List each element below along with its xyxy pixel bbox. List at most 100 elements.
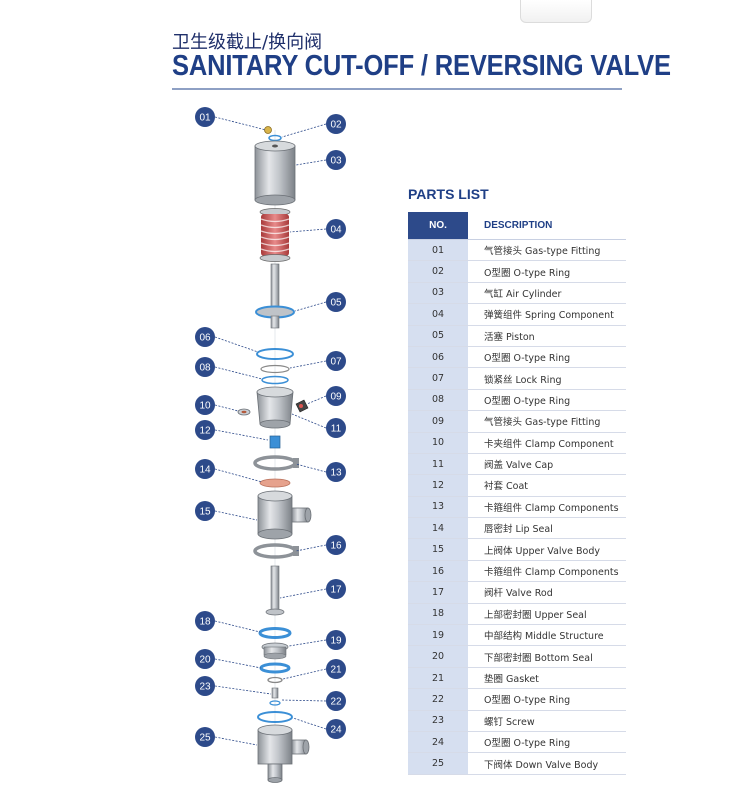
part-middle-structure-19	[261, 642, 289, 660]
part-description: 卡箍组件 Clamp Components	[468, 496, 626, 519]
part-number: 11	[408, 453, 468, 476]
leader-line	[214, 510, 258, 521]
callout-badge	[326, 659, 346, 679]
part-number: 10	[408, 432, 468, 454]
part-number: 20	[408, 645, 468, 668]
part-number: 24	[408, 731, 468, 754]
callout-number: 08	[199, 363, 211, 374]
leader-line	[281, 123, 327, 138]
callout-number: 01	[199, 113, 211, 124]
page-title: SANITARY CUT-OFF / REVERSING VALVE	[172, 50, 671, 82]
part-number: 06	[408, 346, 468, 369]
callout-number: 03	[330, 156, 342, 167]
part-description: O型圈 O-type Ring	[468, 731, 626, 754]
column-header-no: NO.	[408, 212, 468, 240]
leader-line	[288, 639, 327, 647]
part-description: 阀盖 Valve Cap	[468, 453, 626, 476]
part-number: 15	[408, 538, 468, 561]
leader-line	[214, 736, 258, 746]
callout-number: 21	[330, 665, 342, 676]
part-description: 活塞 Piston	[468, 325, 626, 347]
callout-badge	[195, 459, 215, 479]
part-number: 08	[408, 389, 468, 412]
callout-badge	[326, 462, 346, 482]
callout-number: 12	[199, 426, 211, 437]
leader-line	[214, 468, 263, 483]
part-lock-ring-07	[260, 364, 290, 374]
part-upper-seal-18	[258, 627, 292, 639]
leader-line	[295, 159, 327, 166]
part-number: 25	[408, 752, 468, 775]
callout-number: 25	[199, 733, 211, 744]
callout-number: 22	[330, 697, 342, 708]
part-description: O型圈 O-type Ring	[468, 346, 626, 369]
part-lip-seal-14	[259, 478, 291, 488]
header-decoration	[520, 0, 592, 23]
callout-badge	[326, 292, 346, 312]
callout-badge	[326, 535, 346, 555]
callout-number: 24	[330, 725, 342, 736]
part-number: 05	[408, 325, 468, 347]
leader-line	[295, 463, 327, 473]
part-spring-component-04	[259, 208, 291, 262]
part-gas-fitting-09	[295, 399, 309, 413]
part-screw-23	[271, 687, 279, 699]
leader-line	[214, 116, 267, 131]
part-description: 螺钉 Screw	[468, 710, 626, 732]
part-description: O型圈 O-type Ring	[468, 688, 626, 711]
part-number: 18	[408, 603, 468, 626]
part-o-ring-24	[257, 711, 293, 723]
callout-number: 16	[330, 541, 342, 552]
part-number: 19	[408, 624, 468, 647]
leader-line	[214, 336, 259, 353]
part-description: 锁紧丝 Lock Ring	[468, 367, 626, 390]
part-number: 12	[408, 474, 468, 497]
leader-line	[291, 413, 327, 429]
callout-badge	[195, 327, 215, 347]
callout-badge	[195, 727, 215, 747]
parts-list-title: PARTS LIST	[408, 186, 489, 202]
part-number: 02	[408, 260, 468, 283]
callout-number: 10	[199, 401, 211, 412]
callout-badge	[195, 357, 215, 377]
part-valve-rod-17	[265, 565, 285, 616]
part-description: O型圈 O-type Ring	[468, 260, 626, 283]
callout-badge	[195, 501, 215, 521]
part-description: 垫圈 Gasket	[468, 667, 626, 690]
callout-number: 11	[331, 424, 342, 435]
part-o-ring-22	[269, 700, 281, 706]
callout-badge	[326, 219, 346, 239]
title-divider	[172, 88, 622, 90]
callout-badge	[326, 630, 346, 650]
part-number: 17	[408, 581, 468, 604]
part-number: 03	[408, 282, 468, 305]
callout-number: 19	[330, 636, 342, 647]
leader-line	[282, 668, 327, 680]
part-o-ring-08	[261, 375, 289, 385]
leader-line	[280, 699, 327, 702]
part-description: O型圈 O-type Ring	[468, 389, 626, 412]
part-clamp-component-10	[237, 408, 251, 416]
part-number: 04	[408, 303, 468, 326]
callout-number: 02	[330, 120, 342, 131]
callout-badge	[195, 649, 215, 669]
callout-badge	[195, 676, 215, 696]
callout-badge	[326, 418, 346, 438]
part-description: 气管接头 Gas-type Fitting	[468, 410, 626, 433]
leader-line	[279, 588, 327, 599]
part-description: 下阀体 Down Valve Body	[468, 752, 626, 775]
callout-badge	[326, 386, 346, 406]
